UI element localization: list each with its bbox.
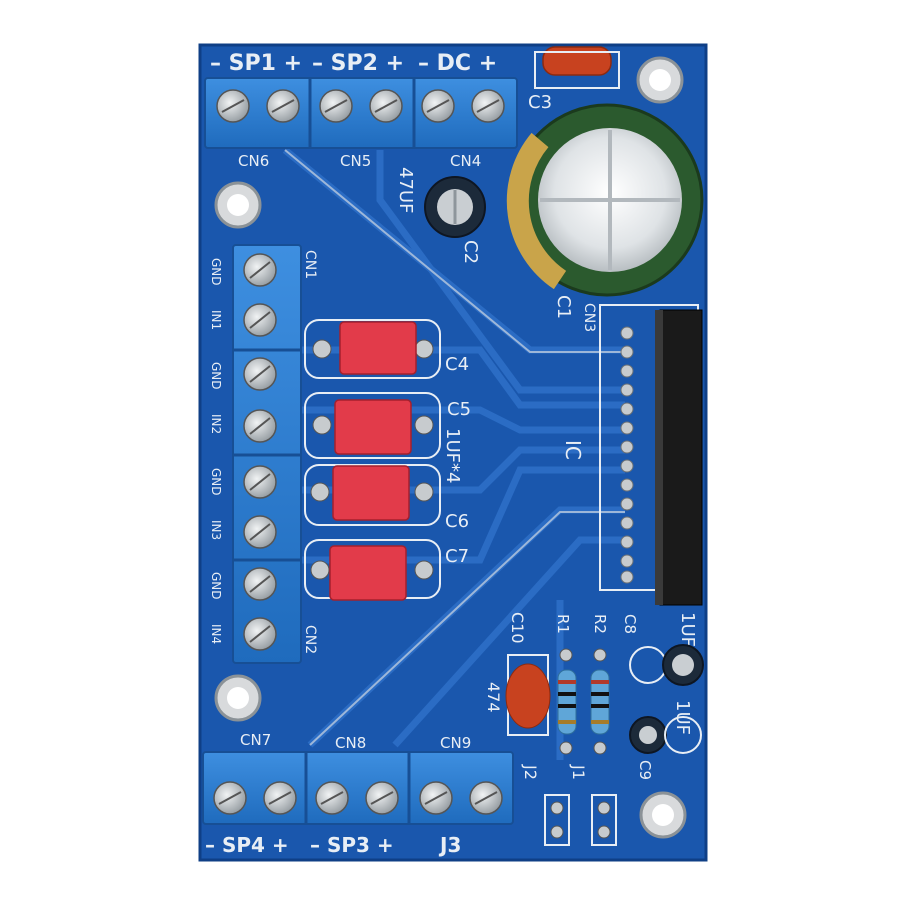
label-c6: C6 — [445, 511, 469, 532]
label-c3: C3 — [528, 92, 552, 113]
mount-hole-left — [214, 181, 262, 229]
capacitor-c6 — [304, 464, 441, 526]
screw — [213, 781, 247, 815]
label-j1: J1 — [569, 764, 588, 780]
label-c1: C1 — [553, 295, 574, 319]
screw — [243, 357, 277, 391]
pin-label: IN4 — [209, 624, 223, 644]
pin-label: GND — [209, 468, 223, 496]
mount-hole-bottom-right — [639, 791, 687, 839]
screw — [469, 781, 503, 815]
label-1uf4: 1UF*4 — [442, 428, 463, 483]
screw — [216, 89, 250, 123]
label-c10: C10 — [508, 612, 527, 644]
label-sp2: – SP2 + — [312, 51, 404, 76]
pin-label: IN1 — [209, 310, 223, 330]
screw — [266, 89, 300, 123]
label-sp3: – SP3 + — [310, 833, 394, 857]
label-cn8: CN8 — [335, 734, 366, 752]
label-cn3: CN3 — [581, 303, 597, 332]
label-cn7: CN7 — [240, 731, 271, 749]
pin-label: IN2 — [209, 414, 223, 434]
capacitor-c3 — [542, 46, 612, 76]
label-j2: J2 — [521, 764, 540, 780]
label-dc: – DC + — [418, 51, 497, 76]
terminal-block-top — [204, 77, 518, 149]
label-c7: C7 — [445, 546, 469, 567]
label-cn5: CN5 — [340, 152, 371, 170]
resistor-r1 — [557, 648, 577, 755]
capacitor-c9 — [629, 716, 702, 754]
screw — [243, 253, 277, 287]
label-cn2: CN2 — [302, 625, 318, 654]
pin-label: GND — [209, 362, 223, 390]
label-cn4: CN4 — [450, 152, 481, 170]
pin-label: GND — [209, 572, 223, 600]
jumper-j1 — [591, 794, 617, 846]
label-cn9: CN9 — [440, 734, 471, 752]
label-sp1: – SP1 + — [210, 51, 302, 76]
ic-pins — [620, 326, 634, 584]
screw — [243, 409, 277, 443]
label-r2: R2 — [591, 614, 609, 634]
capacitor-c7 — [304, 539, 441, 601]
capacitor-c10 — [505, 663, 551, 729]
input-pin-labels: GND IN1 GND IN2 GND IN3 GND IN4 — [209, 258, 223, 644]
capacitor-c1 — [506, 103, 704, 297]
screw — [319, 89, 353, 123]
label-474: 474 — [484, 682, 503, 713]
screw — [263, 781, 297, 815]
c3-outline — [534, 51, 620, 89]
terminal-block-bottom — [202, 751, 514, 825]
label-c4: C4 — [445, 354, 469, 375]
screw — [243, 617, 277, 651]
label-cn6: CN6 — [238, 152, 269, 170]
capacitor-c8 — [629, 644, 704, 686]
screw — [421, 89, 455, 123]
screw — [419, 781, 453, 815]
label-c5: C5 — [447, 399, 471, 420]
pcb-edge — [198, 43, 708, 862]
terminal-block-left — [232, 244, 302, 664]
label-c8: C8 — [621, 614, 639, 634]
label-1uf-top: 1UF — [677, 612, 698, 647]
resistor-r2 — [590, 648, 610, 755]
screw — [243, 465, 277, 499]
label-47uf: 47UF — [395, 167, 416, 213]
trace-highlights — [284, 149, 625, 746]
label-1uf-bottom: 1UF — [672, 700, 693, 735]
label-cn1: CN1 — [302, 250, 318, 279]
label-ic: IC — [561, 440, 585, 460]
screw — [315, 781, 349, 815]
label-j3: J3 — [438, 833, 461, 857]
screw — [243, 567, 277, 601]
label-sp4: – SP4 + — [205, 833, 289, 857]
mount-hole-top-right — [636, 56, 684, 104]
pin-label: IN3 — [209, 520, 223, 540]
capacitor-c5 — [304, 392, 441, 459]
ic-chip — [659, 309, 703, 606]
pin-label: GND — [209, 258, 223, 286]
screw — [243, 303, 277, 337]
mount-hole-bottom-left — [214, 674, 262, 722]
screw — [365, 781, 399, 815]
label-c2: C2 — [460, 240, 481, 264]
ic-chip-edge — [655, 310, 663, 605]
screw — [471, 89, 505, 123]
label-c9: C9 — [636, 760, 654, 780]
capacitor-c4 — [304, 319, 441, 379]
label-r1: R1 — [554, 614, 572, 634]
screw — [369, 89, 403, 123]
capacitor-c2 — [424, 176, 486, 238]
jumper-j2 — [544, 794, 570, 846]
screw — [243, 515, 277, 549]
